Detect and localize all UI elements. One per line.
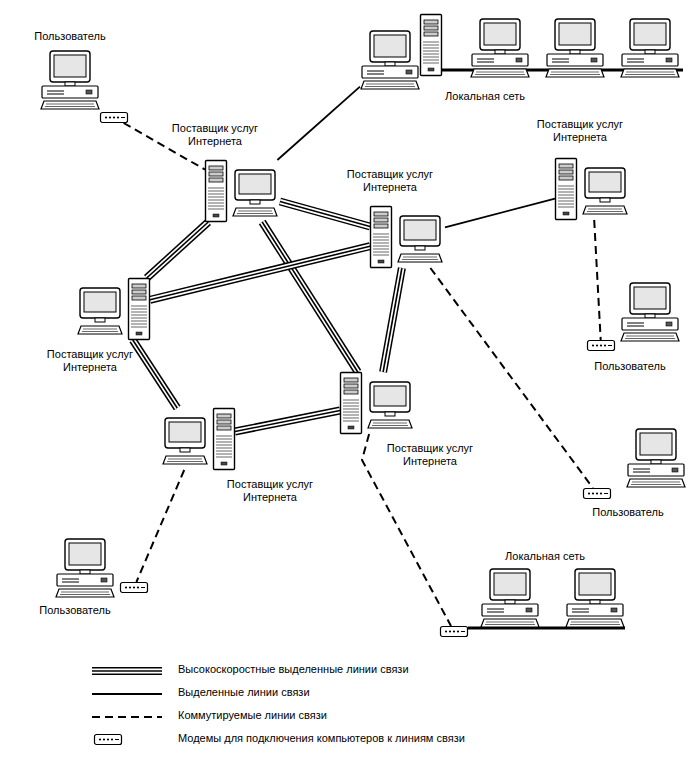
node-label: Поставщик услуг Интернета — [172, 122, 258, 147]
label-box: Локальная сеть — [420, 90, 550, 103]
network-node: Локальная сеть — [360, 6, 688, 106]
link-line — [280, 202, 370, 227]
label-box: Пользователь — [575, 360, 685, 373]
legend-row: Выделенные линии связи — [90, 683, 650, 706]
network-node: Поставщик услуг Интернета — [335, 168, 450, 278]
node-label: Пользователь — [34, 30, 105, 42]
workstation-icon — [620, 282, 680, 342]
legend-sample — [90, 733, 165, 747]
node-label: Пользователь — [39, 604, 110, 616]
network-node: Поставщик услуг Интернета — [335, 372, 495, 477]
legend-text: Выделенные линии связи — [178, 686, 310, 698]
network-node: Пользователь — [20, 538, 155, 628]
node-label: Пользователь — [594, 360, 665, 372]
server-icon — [370, 206, 445, 268]
network-node: Пользователь — [20, 30, 135, 125]
legend-sample — [90, 710, 165, 724]
legend-text: Модемы для подключения компьютеров к лин… — [178, 732, 465, 744]
lan-computers — [480, 568, 630, 630]
network-node: Пользователь — [575, 282, 687, 382]
workstation-icon — [360, 30, 420, 90]
node-label: Локальная сеть — [445, 90, 525, 102]
link-line — [150, 246, 370, 300]
network-node: Поставщик услуг Интернета — [525, 118, 645, 226]
legend-sample — [90, 687, 165, 701]
server-icon — [160, 408, 235, 470]
label-box: Пользователь — [573, 506, 683, 519]
workstation-icon — [40, 50, 100, 110]
label-box: Локальная сеть — [480, 550, 610, 563]
server-icon — [555, 158, 630, 220]
network-node: Локальная сеть — [440, 550, 640, 642]
label-box: Поставщик услуг Интернета — [525, 118, 635, 143]
network-node: Поставщик услуг Интернета — [30, 278, 155, 378]
network-node: Поставщик услуг Интернета — [160, 122, 285, 226]
link-line — [383, 268, 402, 372]
server-icon — [75, 278, 150, 340]
modem-icon — [587, 340, 615, 351]
label-box: Пользователь — [20, 604, 130, 617]
link-line — [262, 222, 358, 372]
network-node: Пользователь — [568, 428, 690, 528]
legend-row: Высокоскоростные выделенные линии связи — [90, 660, 650, 683]
server-icon — [205, 160, 280, 222]
link-line — [133, 340, 177, 408]
label-box: Поставщик услуг Интернета — [335, 168, 445, 193]
node-label: Локальная сеть — [505, 550, 585, 562]
label-box: Пользователь — [20, 30, 120, 43]
lan-computers — [415, 6, 685, 81]
label-box: Поставщик услуг Интернета — [215, 478, 325, 503]
label-box: Поставщик услуг Интернета — [30, 348, 150, 373]
node-label: Поставщик услуг Интернета — [347, 168, 433, 193]
legend-text: Коммутируемые линии связи — [178, 709, 327, 721]
legend-text: Высокоскоростные выделенные линии связи — [178, 663, 409, 675]
node-label: Поставщик услуг Интернета — [227, 478, 313, 503]
node-label: Пользователь — [592, 506, 663, 518]
link-line — [277, 87, 360, 160]
modem-icon — [440, 626, 468, 637]
link-line — [235, 411, 340, 432]
workstation-icon — [626, 428, 686, 488]
node-label: Поставщик услуг Интернета — [47, 348, 133, 373]
node-label: Поставщик услуг Интернета — [387, 442, 473, 467]
modem-icon — [120, 582, 148, 593]
link-line — [445, 199, 555, 228]
modem-icon — [100, 112, 128, 123]
link-line — [594, 220, 601, 340]
node-label: Поставщик услуг Интернета — [537, 118, 623, 143]
link-line — [136, 470, 184, 582]
server-icon — [340, 372, 415, 434]
legend-row: Модемы для подключения компьютеров к лин… — [90, 729, 650, 752]
modem-icon — [583, 488, 611, 499]
legend: Высокоскоростные выделенные линии связиВ… — [90, 660, 650, 752]
label-box: Поставщик услуг Интернета — [375, 442, 485, 467]
label-box: Поставщик услуг Интернета — [160, 122, 270, 147]
legend-row: Коммутируемые линии связи — [90, 706, 650, 729]
network-node: Поставщик услуг Интернета — [160, 408, 330, 518]
workstation-icon — [55, 538, 115, 598]
link-line — [147, 222, 209, 278]
legend-sample — [90, 664, 165, 678]
